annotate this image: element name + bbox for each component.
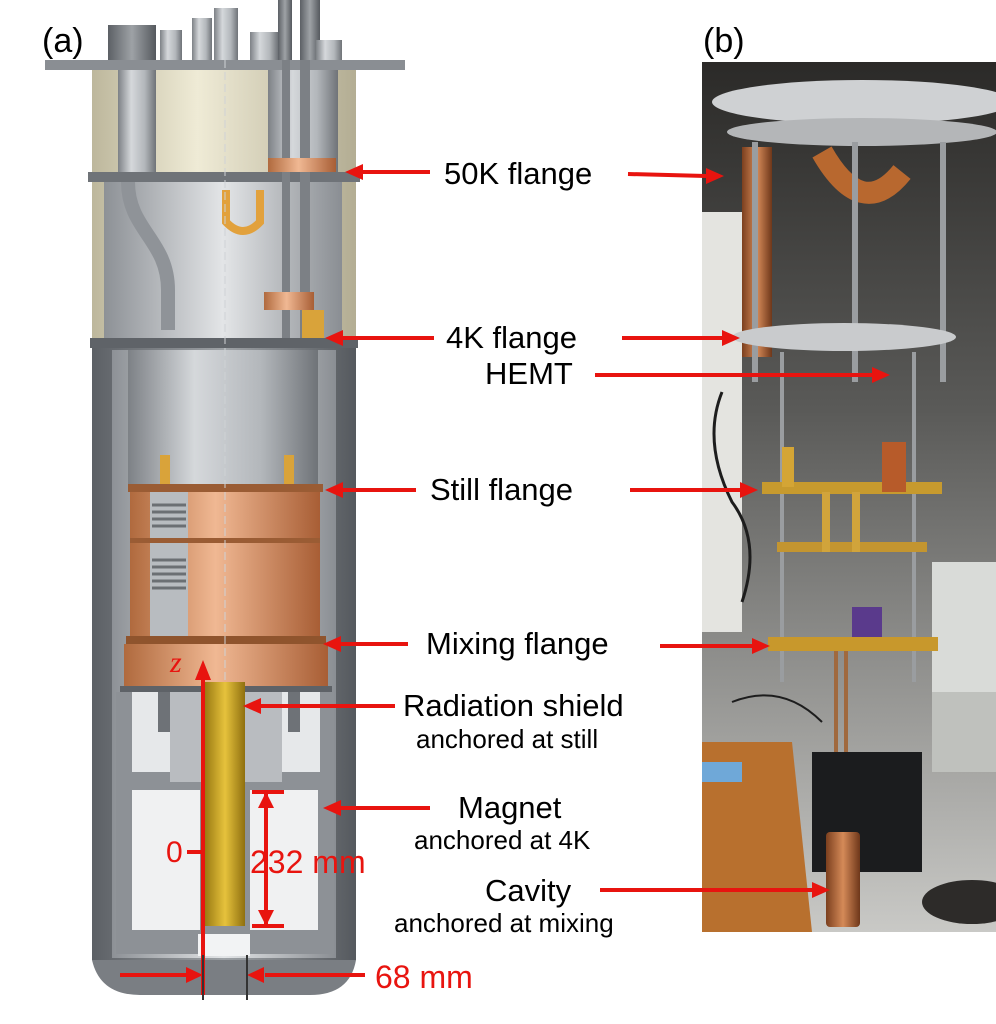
label-radiation-shield-sub: anchored at still — [416, 724, 599, 754]
diameter-label: 68 mm — [375, 959, 473, 995]
label-cavity: Cavity — [485, 873, 572, 908]
label-4k-flange: 4K flange — [446, 320, 577, 355]
flange-mixing — [126, 636, 326, 644]
origin-label: 0 — [166, 836, 183, 869]
top-pipes — [108, 0, 342, 63]
label-magnet: Magnet — [458, 790, 562, 825]
cryostat-photo — [702, 62, 996, 932]
cavity-cad — [205, 682, 245, 926]
flange-50k — [88, 172, 360, 182]
photo-cavity — [826, 832, 860, 927]
label-mixing-flange: Mixing flange — [426, 626, 609, 661]
cad-cross-section — [45, 0, 405, 1000]
label-magnet-sub: anchored at 4K — [414, 825, 591, 855]
z-axis-label: z — [170, 646, 182, 679]
label-cavity-sub: anchored at mixing — [394, 908, 614, 938]
label-50k-flange: 50K flange — [444, 156, 593, 191]
label-radiation-shield: Radiation shield — [403, 688, 624, 723]
label-still-flange: Still flange — [430, 472, 574, 507]
photo-4k-plate — [732, 323, 956, 351]
panel-label-b: (b) — [703, 22, 745, 60]
length-label: 232 mm — [250, 844, 366, 880]
panel-label-a: (a) — [42, 22, 84, 60]
label-hemt: HEMT — [485, 356, 573, 391]
flange-4k — [90, 338, 358, 348]
